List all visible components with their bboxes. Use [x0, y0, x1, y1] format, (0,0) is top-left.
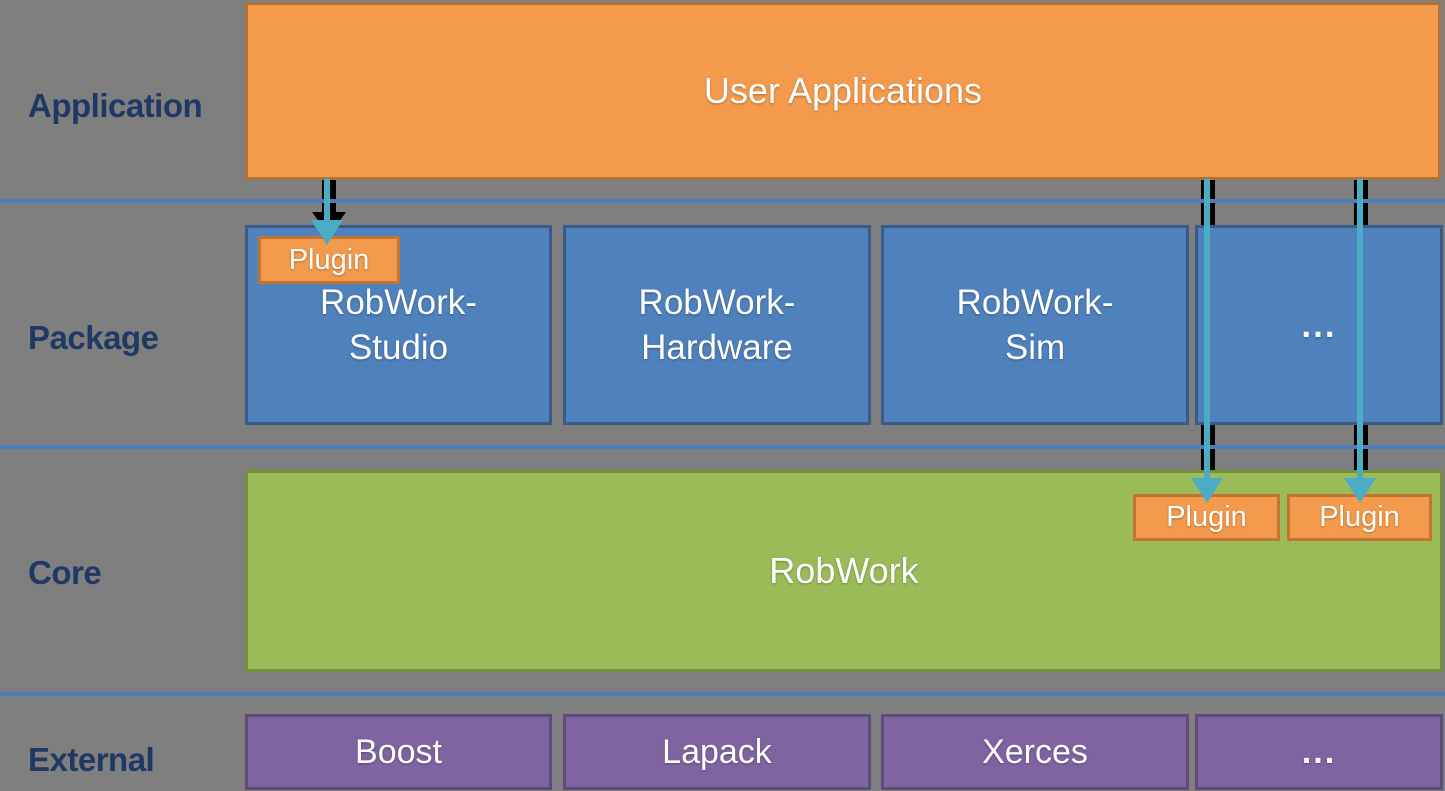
external-box-more: ... — [1195, 714, 1443, 790]
plugin-box-core-1: Plugin — [1133, 494, 1280, 541]
external-box-label: Xerces — [982, 732, 1088, 771]
plugin-label: Plugin — [1166, 501, 1247, 533]
package-box-label-line: RobWork- — [320, 283, 477, 322]
plugin-box-package: Plugin — [258, 236, 400, 284]
package-box-label-line: RobWork- — [956, 283, 1114, 322]
external-box-label: Boost — [355, 732, 442, 771]
package-box-label-line: Studio — [348, 328, 449, 367]
layer-label-external: External — [28, 741, 155, 778]
plugin-label: Plugin — [1319, 501, 1400, 533]
user-applications-box: User Applications — [245, 2, 1441, 180]
core-box-robwork: RobWork — [245, 470, 1443, 672]
package-box-more: ... — [1195, 225, 1443, 425]
layer-divider-package-core — [0, 445, 1445, 449]
plugin-label: Plugin — [288, 243, 370, 276]
external-box-xerces: Xerces — [881, 714, 1189, 790]
layer-divider-core-external — [0, 692, 1445, 696]
external-box-label: ... — [1301, 732, 1337, 771]
external-box-label: Lapack — [662, 732, 772, 771]
external-box-lapack: Lapack — [563, 714, 871, 790]
package-box-label-line: Hardware — [641, 328, 793, 367]
package-box-label-line: RobWork- — [638, 283, 796, 322]
robwork-label: RobWork — [769, 550, 919, 591]
layer-label-package: Package — [28, 319, 159, 356]
layer-label-application: Application — [28, 87, 203, 124]
package-box-label-line: ... — [1301, 305, 1337, 345]
external-box-boost: Boost — [245, 714, 552, 790]
user-applications-label: User Applications — [703, 70, 983, 111]
package-box-label-line: Sim — [1004, 328, 1066, 367]
layer-label-core: Core — [28, 554, 102, 591]
package-box-robwork-sim: RobWork- Sim — [881, 225, 1189, 425]
layer-divider-application-package — [0, 199, 1445, 203]
plugin-box-core-2: Plugin — [1287, 494, 1432, 541]
package-box-robwork-hardware: RobWork- Hardware — [563, 225, 871, 425]
